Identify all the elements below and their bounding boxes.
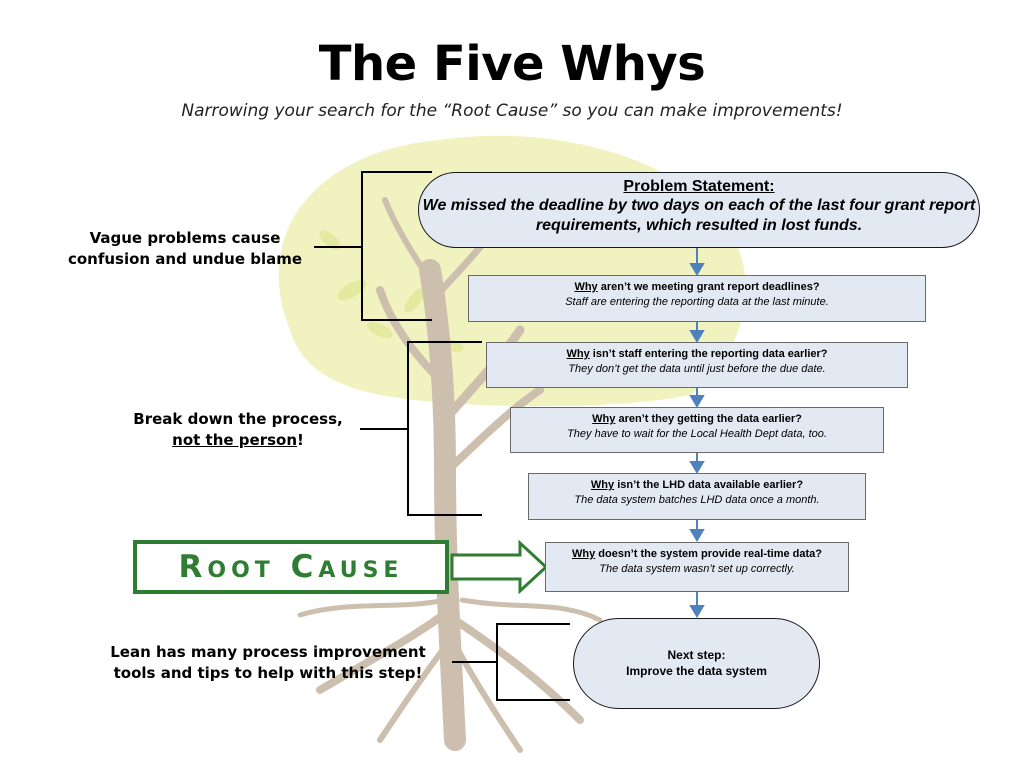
why-word-4: Why — [590, 479, 615, 491]
label-breakdown-line1: Break down the process, — [133, 410, 343, 428]
why-answer-1: Staff are entering the reporting data at… — [565, 296, 829, 308]
why-question-text-1: aren’t we meeting grant report deadlines… — [597, 281, 820, 293]
why-answer-5: The data system wasn’t set up correctly. — [599, 563, 795, 575]
why-box-1: Why aren’t we meeting grant report deadl… — [468, 275, 926, 322]
next-step-box: Next step: Improve the data system — [573, 618, 820, 709]
root-cause-box: Root Cause — [133, 540, 449, 594]
why-answer-4: The data system batches LHD data once a … — [574, 494, 820, 506]
next-step-heading: Next step: — [667, 648, 726, 662]
label-break-down: Break down the process, not the person! — [118, 409, 358, 451]
label-lean-line2: tools and tips to help with this step! — [113, 664, 423, 682]
why-question-text-4: isn’t the LHD data available earlier? — [614, 479, 804, 491]
why-box-3: Why aren’t they getting the data earlier… — [510, 407, 884, 453]
why-word-3: Why — [592, 413, 616, 425]
why-word-1: Why — [574, 281, 598, 293]
why-question-4: Why isn’t the LHD data available earlier… — [529, 478, 865, 493]
page-title: The Five Whys — [318, 36, 706, 92]
label-lean-line1: Lean has many process improvement — [110, 643, 426, 661]
label-vague-problems: Vague problems cause confusion and undue… — [60, 228, 310, 270]
why-word-2: Why — [566, 348, 590, 360]
next-step-text: Improve the data system — [626, 664, 767, 678]
why-box-5: Why doesn’t the system provide real-time… — [545, 542, 849, 592]
label-vague-line1: Vague problems cause — [89, 229, 281, 247]
why-question-5: Why doesn’t the system provide real-time… — [546, 547, 848, 562]
why-answer-2: They don’t get the data until just befor… — [568, 363, 826, 375]
why-box-4: Why isn’t the LHD data available earlier… — [528, 473, 866, 520]
why-question-text-2: isn’t staff entering the reporting data … — [589, 348, 828, 360]
why-box-2: Why isn’t staff entering the reporting d… — [486, 342, 908, 388]
why-question-text-3: aren’t they getting the data earlier? — [615, 413, 802, 425]
why-word-5: Why — [571, 548, 596, 560]
why-question-3: Why aren’t they getting the data earlier… — [511, 412, 883, 427]
problem-statement-text: We missed the deadline by two days on ea… — [422, 197, 976, 234]
brackets — [314, 171, 570, 701]
why-answer-3: They have to wait for the Local Health D… — [567, 428, 827, 440]
page-subtitle: Narrowing your search for the “Root Caus… — [181, 101, 843, 121]
why-question-1: Why aren’t we meeting grant report deadl… — [469, 280, 925, 295]
label-breakdown-suffix: ! — [297, 431, 304, 449]
why-question-2: Why isn’t staff entering the reporting d… — [487, 347, 907, 362]
problem-statement-box: Problem Statement: We missed the deadlin… — [418, 172, 980, 248]
flow-arrows — [689, 248, 705, 618]
label-vague-line2: confusion and undue blame — [67, 250, 303, 268]
label-lean-tools: Lean has many process improvement tools … — [92, 642, 444, 684]
root-cause-arrow — [450, 539, 549, 595]
why-question-text-5: doesn’t the system provide real-time dat… — [595, 548, 823, 560]
problem-statement-heading: Problem Statement: — [623, 178, 775, 195]
label-breakdown-line2: not the person — [172, 431, 297, 449]
